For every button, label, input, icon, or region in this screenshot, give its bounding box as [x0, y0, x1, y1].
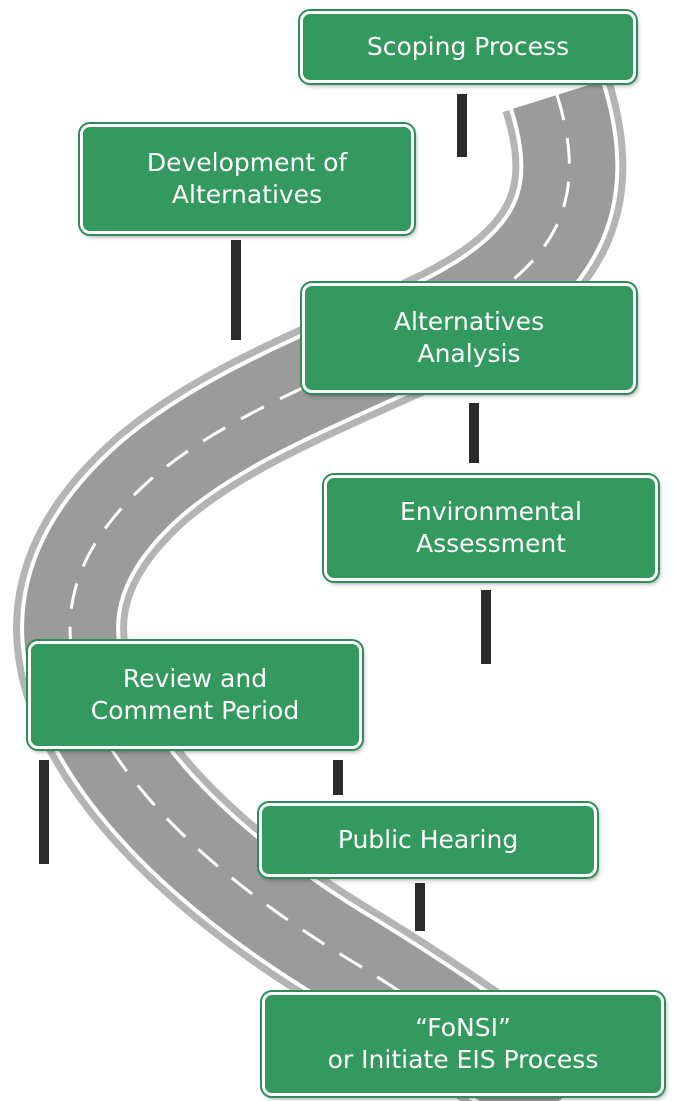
step-label-line: Development of [146, 148, 348, 177]
step-sign-review-and-comment-period: Review and Comment Period [28, 641, 362, 749]
step-label-line: Analysis [417, 339, 521, 368]
step-sign-public-hearing: Public Hearing [259, 803, 597, 877]
sign-post-development [231, 240, 241, 340]
step-sign-environmental-assessment: Environmental Assessment [324, 475, 658, 581]
step-label-line: Alternatives [393, 307, 545, 336]
sign-post-review-right [333, 760, 343, 795]
sign-post-analysis [469, 403, 479, 463]
step-label-line: “FoNSI” [415, 1013, 511, 1042]
step-label-line: or Initiate EIS Process [327, 1045, 599, 1074]
road-surface [24, 81, 616, 1101]
sign-post-review-left [39, 760, 49, 864]
sign-post-hearing [415, 883, 425, 931]
step-label-line: Scoping Process [366, 32, 570, 61]
step-label-line: Assessment [416, 529, 566, 558]
step-label-line: Comment Period [90, 696, 300, 725]
step-label-line: Environmental [400, 497, 582, 526]
step-sign-fonsi-or-initiate-eis: “FoNSI” or Initiate EIS Process [262, 992, 664, 1096]
step-sign-scoping-process: Scoping Process [300, 11, 636, 83]
sign-post-assessment [481, 590, 491, 664]
step-sign-development-of-alternatives: Development of Alternatives [80, 124, 414, 234]
step-sign-alternatives-analysis: Alternatives Analysis [302, 283, 636, 393]
sign-post-scoping [457, 94, 467, 157]
step-label-line: Alternatives [171, 180, 323, 209]
step-label-line: Review and [122, 664, 268, 693]
step-label-line: Public Hearing [337, 825, 519, 854]
